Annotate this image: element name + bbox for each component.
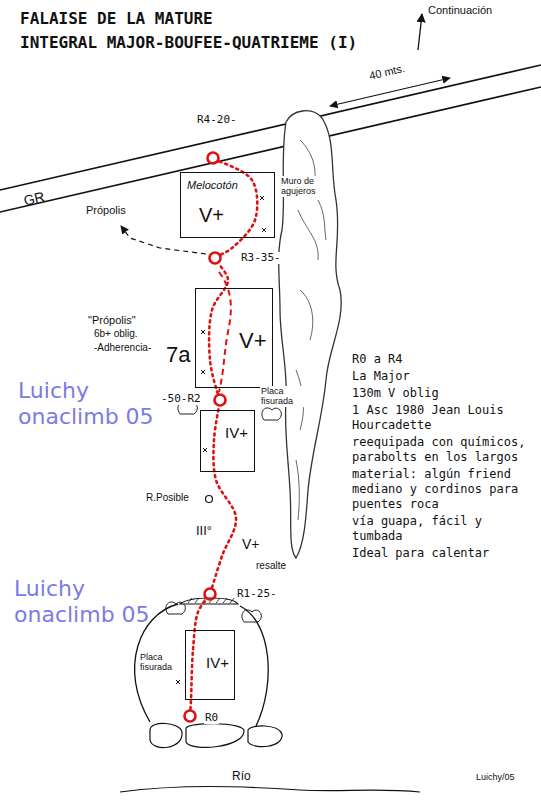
route-line <box>219 161 257 254</box>
station-ring <box>183 709 197 723</box>
boulder <box>150 723 182 747</box>
route-info: R0 a R4 La Major 130m V oblig 1 Asc 1980 Je… <box>352 352 536 563</box>
bush <box>166 402 281 622</box>
rock-texture <box>296 140 326 520</box>
title: FALAISE DE LA MATURE <box>20 10 213 28</box>
note: -Adherencia- <box>94 342 151 354</box>
station-label: R0 <box>204 712 219 724</box>
possible-belay <box>206 496 213 503</box>
grade-label: IV+ <box>225 425 248 442</box>
pitch-box: V+ <box>195 288 273 388</box>
grade-label: III° <box>196 524 212 539</box>
bolt-marks <box>176 196 266 684</box>
watermark: Luichy onaclimb 05 <box>14 576 164 629</box>
info-line: reequipada con químicos, parabolts en lo… <box>352 435 536 465</box>
station-label: R4-20- <box>196 114 238 126</box>
river-line <box>120 787 420 793</box>
rock-pillar <box>279 111 342 558</box>
belay-station: R0 <box>183 709 197 723</box>
continuation-arrow <box>418 14 422 50</box>
river-label: Río <box>232 770 251 784</box>
hatch-stroke <box>223 598 227 603</box>
note: 6b+ oblig. <box>94 328 138 340</box>
boulder <box>186 724 244 748</box>
trail-label: GR <box>22 188 46 208</box>
belay-station: R4-20- <box>206 151 220 165</box>
info-line: material: algún friend mediano y cordino… <box>352 467 536 512</box>
boulder <box>248 726 282 747</box>
grade-label: V+ <box>199 204 224 226</box>
belay-station: -50-R2 <box>213 393 227 407</box>
station-label: -50-R2 <box>160 393 202 405</box>
note: Placa fisurada <box>260 386 304 407</box>
hatch-stroke <box>230 598 234 603</box>
variant-label: "Própolis" <box>88 314 136 327</box>
grade-label: V+ <box>242 536 260 552</box>
route-line <box>190 600 206 709</box>
hatch-stroke <box>188 598 192 603</box>
info-line: vía guapa, fácil y tumbada <box>352 514 536 544</box>
pitch-box: IV+ <box>200 410 255 472</box>
dimension-label: 40 mts. <box>368 62 406 82</box>
note: resalte <box>256 560 286 572</box>
rock-outline <box>240 606 268 726</box>
note: R.Posible <box>146 492 189 504</box>
grade-label: IV+ <box>206 655 229 672</box>
pitch-box: IV+ <box>185 630 235 700</box>
grade-label: 7a <box>166 342 190 367</box>
grade-label: V+ <box>239 329 267 353</box>
subtitle: INTEGRAL MAJOR-BOUFEE-QUATRIEME (I) <box>20 34 357 52</box>
note: Muro de agujeros <box>280 176 332 197</box>
info-line: R0 a R4 <box>352 352 536 367</box>
belay-station: R3-35- <box>208 251 222 265</box>
station-ring <box>213 393 227 407</box>
station-label: R3-35- <box>240 252 282 264</box>
road-edge <box>0 87 541 212</box>
info-line: 1 Asc 1980 Jean Louis Hourcadette <box>352 403 536 433</box>
hatch-stroke <box>195 598 199 603</box>
station-label: R1-25- <box>236 588 278 600</box>
info-line: La Major <box>352 369 536 384</box>
dimension-arrow <box>330 78 450 106</box>
pitch-box: MelocotónV+ <box>180 172 275 238</box>
hatch-stroke <box>216 598 220 603</box>
signature: Luichy/05 <box>476 772 515 782</box>
variant-arrow <box>121 226 206 254</box>
route-line <box>209 264 228 393</box>
note: Placa fisurada <box>140 652 182 673</box>
station-ring <box>203 587 217 601</box>
belay-station: R1-25- <box>203 587 217 601</box>
variant-label: Própolis <box>86 204 126 217</box>
station-ring <box>208 251 222 265</box>
watermark: Luichy onaclimb 05 <box>18 378 168 431</box>
pitch-name: Melocotón <box>187 179 238 191</box>
info-line: 130m V oblig <box>352 386 536 401</box>
station-ring <box>206 151 220 165</box>
note: Continuación <box>428 4 492 17</box>
info-line: Ideal para calentar <box>352 546 536 561</box>
